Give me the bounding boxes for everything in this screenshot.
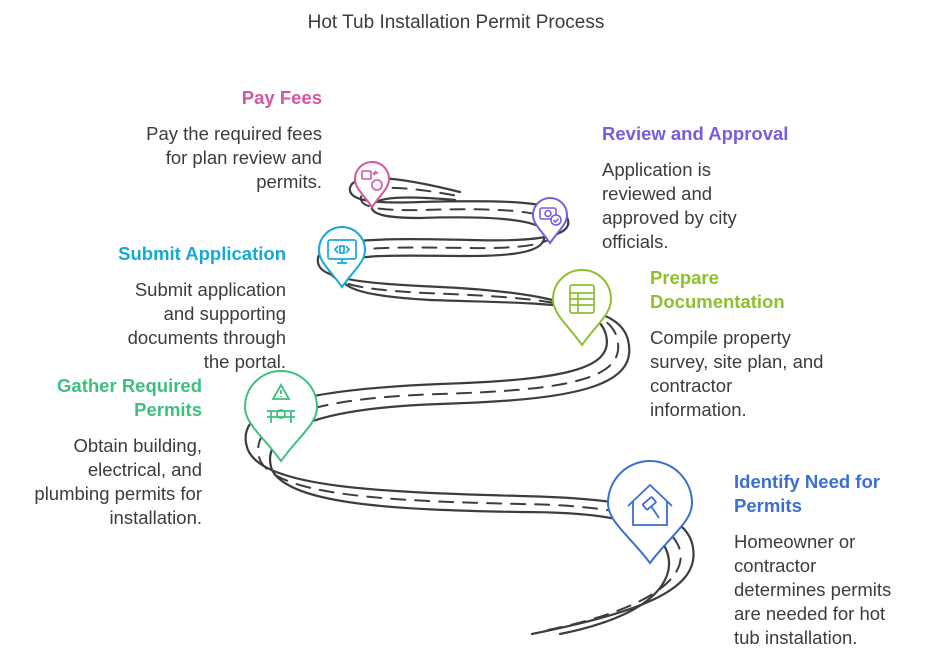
road-edge-inner: [269, 196, 671, 636]
step-description: Homeowner or contractor determines permi…: [734, 530, 930, 650]
diagram-title: Hot Tub Installation Permit Process: [307, 12, 605, 33]
desc-line: approved by city: [602, 207, 737, 228]
desc-line: Application is: [602, 159, 712, 180]
step-heading: Identify Need for Permits: [734, 470, 930, 518]
camera-check-icon: [539, 207, 562, 226]
pin-review: [531, 197, 569, 245]
desc-line: reviewed and: [602, 183, 713, 204]
money-exchange-icon: [361, 170, 383, 191]
step-submit: Submit Application Submit application an…: [60, 242, 286, 374]
heading-line: Permits: [134, 399, 202, 420]
desc-line: electrical, and: [87, 459, 202, 480]
spreadsheet-icon: [569, 284, 595, 314]
step-heading: Review and Approval: [602, 123, 789, 144]
step-heading: Pay Fees: [241, 87, 322, 108]
pin-prepare: [551, 269, 613, 347]
step-description: Compile property survey, site plan, and …: [650, 326, 870, 422]
desc-line: officials.: [602, 231, 669, 252]
heading-line: Gather Required: [57, 375, 202, 396]
step-description: Pay the required fees for plan review an…: [100, 122, 322, 194]
desc-line: installation.: [109, 507, 202, 528]
desc-line: information.: [650, 399, 747, 420]
desc-line: for plan review and: [165, 147, 322, 168]
heading-line: Documentation: [650, 291, 785, 312]
step-gather: Gather Required Permits Obtain building,…: [10, 374, 202, 530]
heading-line: Identify Need for: [734, 471, 880, 492]
desc-line: determines permits: [734, 579, 892, 600]
pin-identify: [606, 460, 694, 565]
step-heading: Submit Application: [118, 243, 286, 264]
warning-barrier-icon: [267, 383, 295, 423]
pin-submit: [317, 226, 367, 289]
house-hammer-icon: [627, 483, 673, 526]
step-identify: Identify Need for Permits Homeowner or c…: [734, 470, 930, 650]
step-prepare: Prepare Documentation Compile property s…: [650, 266, 870, 422]
desc-line: contractor: [650, 375, 733, 396]
step-pay: Pay Fees Pay the required fees for plan …: [100, 86, 322, 194]
desc-line: are needed for hot: [734, 603, 886, 624]
desc-line: Submit application: [134, 279, 286, 300]
desc-line: survey, site plan, and: [650, 351, 824, 372]
step-heading: Prepare Documentation: [650, 266, 870, 314]
desc-line: documents through: [127, 327, 286, 348]
desc-line: plumbing permits for: [34, 483, 202, 504]
heading-line: Permits: [734, 495, 802, 516]
desc-line: contractor: [734, 555, 817, 576]
desc-line: tub installation.: [734, 627, 858, 648]
desc-line: Pay the required fees: [146, 123, 322, 144]
desc-line: Obtain building,: [73, 435, 202, 456]
step-description: Application is reviewed and approved by …: [602, 158, 832, 254]
pin-gather: [243, 370, 319, 463]
step-description: Submit application and supporting docume…: [60, 278, 286, 374]
pin-pay: [353, 161, 391, 209]
desc-line: permits.: [256, 171, 322, 192]
desc-line: and supporting: [163, 303, 286, 324]
desc-line: Homeowner or: [734, 531, 856, 552]
step-description: Obtain building, electrical, and plumbin…: [10, 434, 202, 530]
desc-line: the portal.: [203, 351, 286, 372]
step-review: Review and Approval Application is revie…: [602, 122, 832, 254]
desc-line: Compile property: [650, 327, 791, 348]
heading-line: Prepare: [650, 267, 719, 288]
step-heading: Gather Required Permits: [10, 374, 202, 422]
monitor-code-icon: [327, 239, 357, 264]
